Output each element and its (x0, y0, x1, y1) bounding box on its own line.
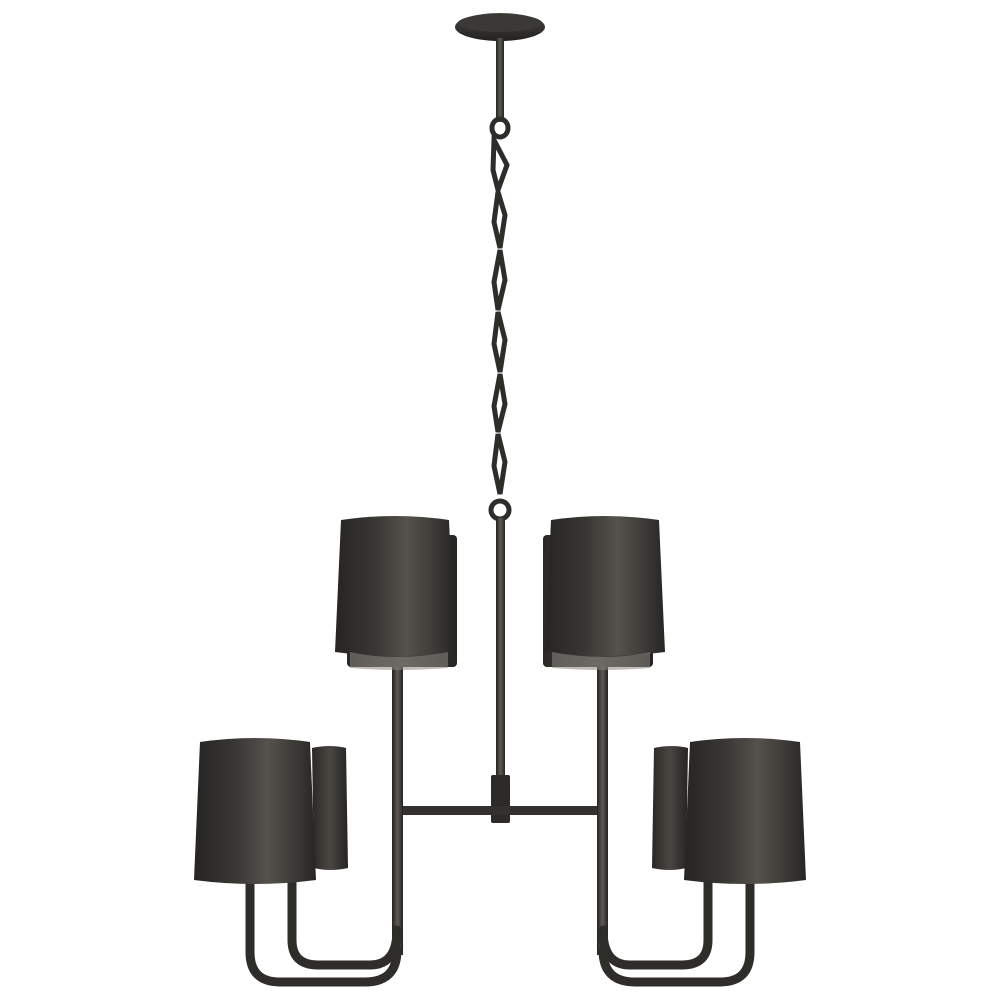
hanging-chain (488, 116, 512, 522)
lower-left-back-shade (312, 746, 348, 870)
ceiling-canopy (455, 13, 545, 41)
upper-right-shade (543, 516, 665, 670)
cross-bar (398, 806, 604, 815)
lower-right-back-shade (652, 746, 688, 870)
canopy-stem (496, 38, 504, 122)
lower-left-front-shade (194, 738, 316, 884)
left-lower-arms (245, 865, 402, 987)
upper-left-shade (335, 516, 457, 670)
right-lower-arms (598, 865, 755, 987)
center-rod (491, 518, 510, 823)
upper-arms (392, 655, 608, 955)
lower-right-front-shade (684, 738, 806, 884)
